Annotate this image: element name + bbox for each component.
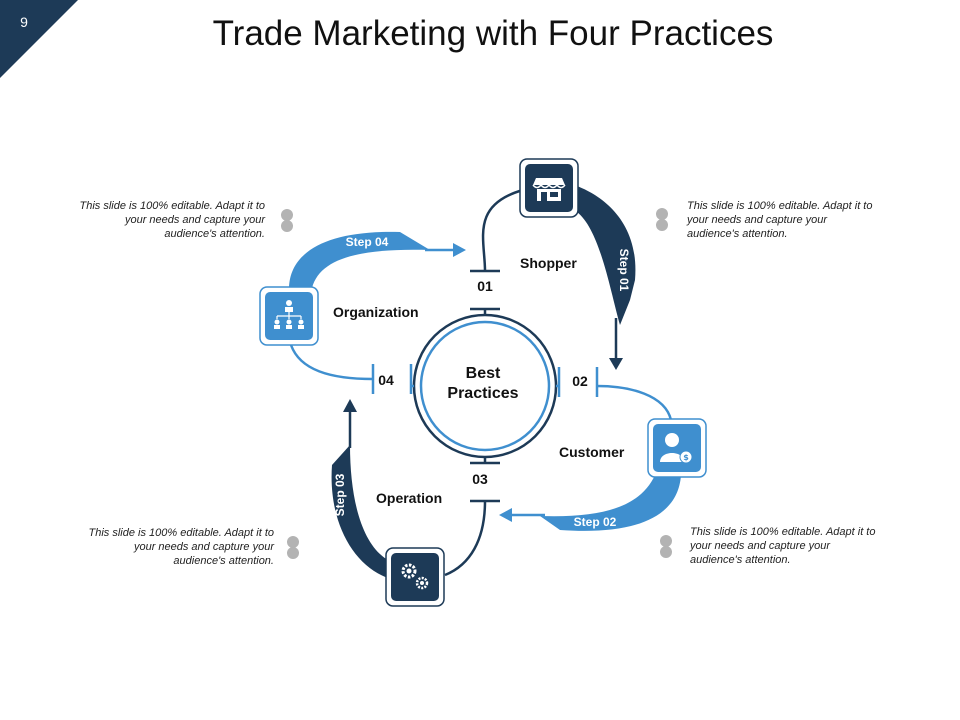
description-line: This slide is 100% editable. Adapt it to: [690, 526, 876, 538]
step-01-arrow: [577, 186, 636, 370]
node-number-03: 03: [472, 471, 488, 487]
step-label-04: Step 04: [346, 235, 389, 249]
description-line: your needs and capture your: [133, 541, 274, 553]
operation-icon-box: [385, 547, 445, 607]
description-line: your needs and capture your: [687, 214, 828, 226]
description-line: your needs and capture your: [690, 540, 831, 552]
page-title: Trade Marketing with Four Practices: [212, 14, 774, 53]
bullet-bottom-right: [660, 535, 672, 558]
center-label-line2: Practices: [447, 385, 518, 402]
step-04-arrow: [289, 231, 466, 288]
corner-triangle: [0, 0, 78, 78]
gears-icon: [401, 563, 429, 590]
description-line: audience's attention.: [164, 228, 265, 240]
step-label-02: Step 02: [574, 515, 617, 529]
org-chart-icon: [274, 300, 304, 329]
organization-icon-box: [259, 286, 319, 346]
store-icon: [532, 178, 566, 201]
connector-customer: [556, 367, 673, 421]
node-number-02: 02: [572, 373, 588, 389]
node-number-04: 04: [378, 372, 394, 388]
description-line: This slide is 100% editable. Adapt it to: [687, 200, 873, 212]
node-label-organization: Organization: [333, 304, 419, 320]
center-label-line1: Best: [466, 365, 501, 382]
step-label-01: Step 01: [617, 249, 631, 292]
step-03-arrow: [331, 399, 388, 578]
step-label-03: Step 03: [333, 473, 347, 516]
description-line: audience's attention.: [690, 554, 791, 566]
bullet-top-right: [656, 208, 668, 231]
bullet-top-left: [281, 209, 293, 232]
node-number-01: 01: [477, 278, 493, 294]
center-inner-ring: [419, 320, 551, 452]
customer-dollar-icon: $: [660, 433, 693, 464]
description-bottom-right: This slide is 100% editable. Adapt it to…: [690, 525, 905, 567]
description-line: audience's attention.: [687, 228, 788, 240]
connector-operation: [444, 457, 500, 577]
step-02-arrow: [499, 475, 681, 531]
description-top-right: This slide is 100% editable. Adapt it to…: [687, 199, 902, 241]
description-line: This slide is 100% editable. Adapt it to: [88, 527, 274, 539]
description-line: your needs and capture your: [124, 214, 265, 226]
svg-text:$: $: [683, 453, 689, 462]
shopper-icon-box: [519, 158, 579, 218]
description-bottom-left: This slide is 100% editable. Adapt it to…: [59, 526, 274, 568]
description-top-left: This slide is 100% editable. Adapt it to…: [50, 199, 265, 241]
connector-shopper: [470, 188, 524, 315]
connector-organization: [289, 344, 414, 394]
node-label-operation: Operation: [376, 490, 442, 506]
slide-number: 9: [20, 14, 28, 30]
description-line: audience's attention.: [173, 555, 274, 567]
description-line: This slide is 100% editable. Adapt it to: [79, 200, 265, 212]
customer-icon-box: $: [647, 418, 707, 478]
bullet-bottom-left: [287, 536, 299, 559]
node-label-shopper: Shopper: [520, 255, 577, 271]
node-label-customer: Customer: [559, 444, 625, 460]
